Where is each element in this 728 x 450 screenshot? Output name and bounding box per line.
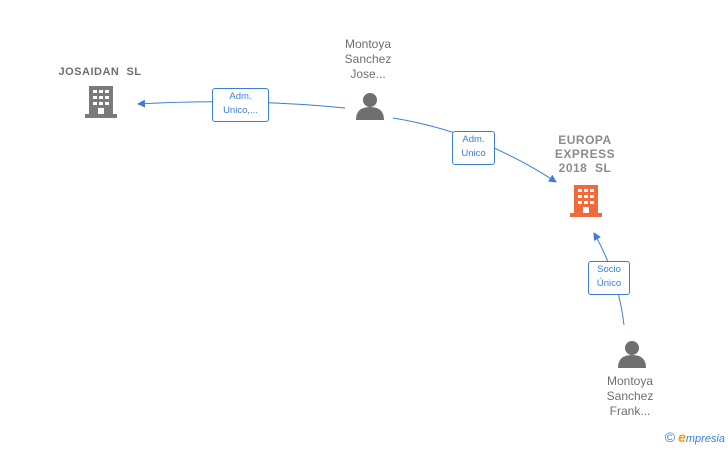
edge-label-line: Adm. [229,91,252,102]
person-name-line: Sanchez [344,52,392,66]
company-name-line: 2018 SL [558,161,612,175]
company-name-josaidan[interactable]: JOSAIDAN SL [58,66,142,78]
copyright-symbol: © [664,429,676,445]
person-name-line: Montoya [344,37,392,51]
edge-label-line: Único [596,278,622,289]
person-name-montoya-jose[interactable]: Montoya Sanchez Jose... [318,37,418,82]
person-name-montoya-frank[interactable]: Montoya Sanchez Frank... [580,374,680,419]
person-name-line: Frank... [609,404,651,418]
brand-name: mpresia [685,433,725,445]
empresia-logo[interactable]: ©empresia [665,429,725,445]
building-icon[interactable] [570,183,602,217]
person-name-line: Jose... [350,67,386,81]
brand-initial: e [678,429,686,445]
edge-label-adm-unico-josaidan[interactable]: Adm. Unico,... [212,88,269,122]
company-name-line: EXPRESS [554,147,616,161]
company-name-europa-express[interactable]: EUROPA EXPRESS 2018 SL [535,133,635,175]
edge-label-line: Unico,... [223,105,258,116]
edge-label-line: Unico [461,148,486,159]
edge-label-line: Socio [597,264,621,275]
building-icon[interactable] [85,84,117,118]
person-icon[interactable] [355,92,385,120]
edge-label-adm-unico-europa[interactable]: Adm. Unico [452,131,495,165]
person-name-line: Montoya [606,374,654,388]
edge-label-socio-unico[interactable]: Socio Único [588,261,630,295]
person-icon[interactable] [617,340,647,368]
company-name-line: EUROPA [558,133,612,147]
edge-label-line: Adm. [462,134,485,145]
person-name-line: Sanchez [606,389,654,403]
